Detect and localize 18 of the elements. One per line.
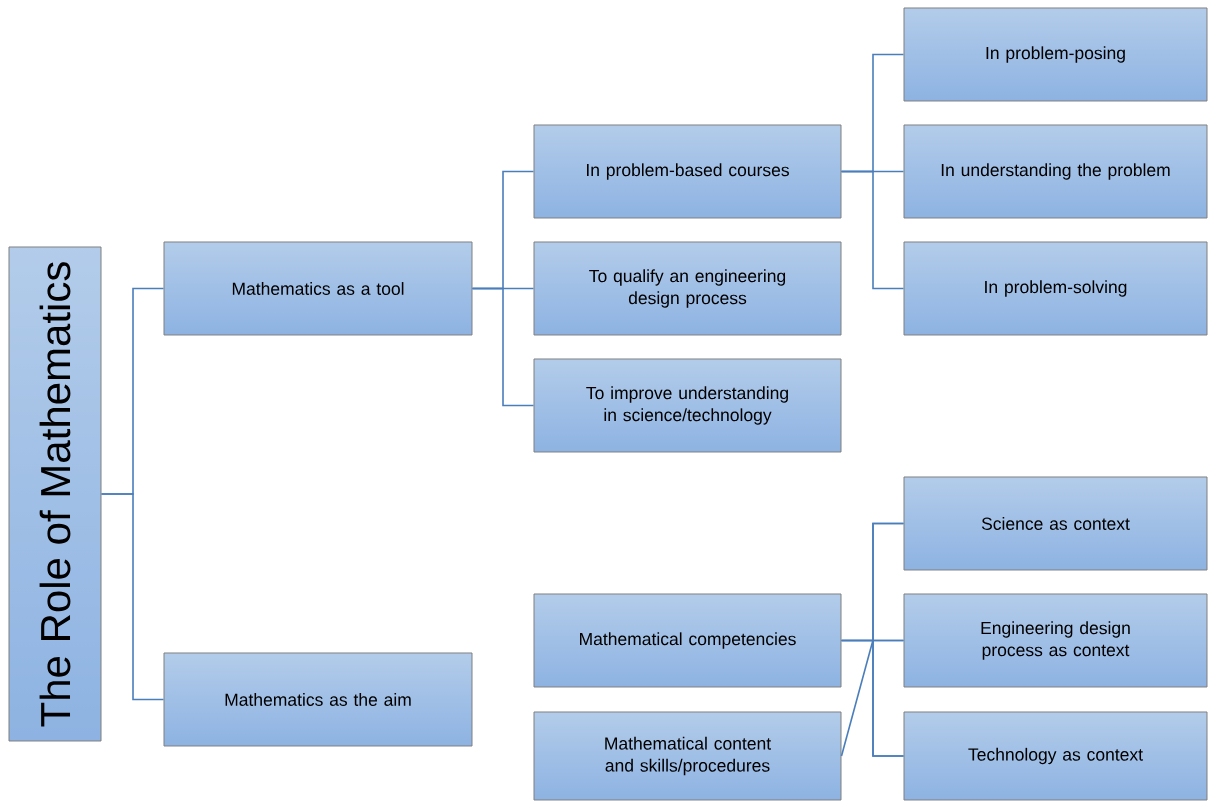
category-box: To improve understanding in science/technology xyxy=(533,358,842,453)
category-box: To qualify an engineering design process xyxy=(533,241,842,336)
title-box: The Role of Mathematics xyxy=(8,246,102,742)
category-box: Technology as context xyxy=(903,711,1208,801)
category-box: Mathematics as the aim xyxy=(163,652,473,747)
connector xyxy=(840,170,905,290)
category-box: Science as context xyxy=(903,476,1208,571)
category-box: Mathematical content and skills/procedures xyxy=(533,711,842,801)
connector xyxy=(100,493,165,701)
connector xyxy=(471,287,535,407)
connector xyxy=(840,522,905,757)
category-box: In understanding the problem xyxy=(903,124,1208,219)
category-box: In problem-solving xyxy=(903,241,1208,336)
category-box: In problem-posing xyxy=(903,7,1208,102)
category-box: In problem-based courses xyxy=(533,124,842,219)
category-box: Engineering design process as context xyxy=(903,593,1208,688)
category-box: Mathematics as a tool xyxy=(163,241,473,336)
category-box: Mathematical competencies xyxy=(533,593,842,688)
